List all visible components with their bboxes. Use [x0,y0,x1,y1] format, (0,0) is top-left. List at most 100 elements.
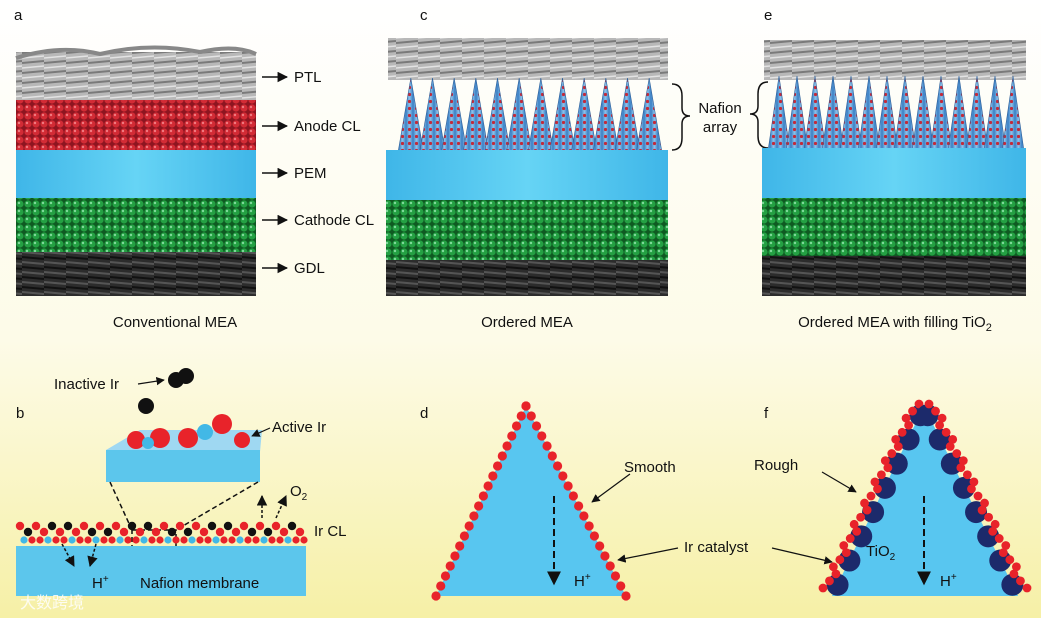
ir-catalyst-dot [464,521,474,531]
ir-catalyst-dot [431,591,441,601]
ir-catalyst-dot [876,470,886,480]
ir-catalyst-dot [897,427,907,437]
ir-catalyst-dot [478,491,488,501]
ir-catalyst-dot [502,441,512,451]
label-smooth: Smooth [624,459,676,476]
ir-particle [260,536,268,544]
nafion-cone [983,75,1007,153]
arrow-active-ir [251,427,271,437]
ir-particle [111,521,121,531]
ir-catalyst-dot [973,491,983,501]
ir-particle [28,536,36,544]
ir-particle [60,536,68,544]
ir-catalyst-dot [839,541,849,550]
ir-particle [287,521,297,531]
ir-particle [231,527,241,537]
nafion-cone [803,75,827,153]
ir-catalyst-dot [990,519,1000,529]
nafion-cone [397,77,425,157]
ir-particle [135,527,145,537]
ir-catalyst-dot [941,427,951,437]
nafion-cone [947,75,971,153]
ir-catalyst-dot [474,501,484,511]
ir-catalyst-dot [616,581,626,591]
nafion-cone [839,75,863,153]
label-cathode-cl: Cathode CL [294,212,374,229]
ir-particle [244,536,252,544]
ir-catalyst-dot [450,551,460,561]
ir-particle [207,521,217,531]
tio2-sphere [873,476,896,499]
watermark: 大数跨境 [20,593,84,612]
ir-particle [39,527,49,537]
nafion-membrane [16,546,306,596]
ir-catalyst-dot [988,526,998,536]
ir-catalyst-dot [455,541,465,551]
ir-particle [140,536,148,544]
ir-particle [252,536,260,544]
panel-c: c Nafion array Ordered MEA [386,7,742,331]
ir-particle [55,527,65,537]
zoom-box [106,450,260,482]
ptl-layer-e [764,40,1026,80]
ir-particle [164,536,172,544]
ir-catalyst-dot [552,461,563,471]
ir-particle [95,521,105,531]
arrow-o2-2 [275,495,287,519]
ir-catalyst-dot [883,463,893,473]
nafion-cone [592,77,620,157]
ir-catalyst-dot [931,406,940,416]
arrow-rough [821,471,857,493]
nafion-cone [483,77,512,157]
panel-d: d H+ Smooth Ir catalyst [420,401,749,601]
inactive-ir-particle [138,398,154,414]
nafion-cone [462,77,490,157]
label-tio2: TiO2 [866,543,896,563]
ir-particle [271,521,281,531]
ir-catalyst-dot [835,555,845,565]
label-active-ir: Active Ir [272,419,326,436]
nafion-cone [613,77,642,157]
label-pem: PEM [294,165,327,182]
ir-catalyst-dot [488,471,498,481]
nafion-cone-array [397,77,663,157]
ir-particle [167,527,177,537]
arrow-ir-catalyst-d [617,547,679,563]
ir-particle [36,536,44,544]
ir-catalyst-dot [574,501,584,511]
ir-catalyst-dot [870,477,880,487]
ir-catalyst-dot [445,561,455,571]
nafion-cone [965,75,989,153]
label-ir-catalyst: Ir catalyst [684,539,749,556]
panel-c-letter: c [420,7,428,24]
ptl-layer [16,52,256,100]
ir-catalyst-dot [856,512,866,522]
ir-catalyst-dot [831,569,841,579]
ir-catalyst-dot [967,484,976,494]
panel-f-letter: f [764,405,769,422]
ir-particle [183,527,193,537]
nafion-cone [418,77,447,157]
nafion-cone [821,75,845,153]
ir-particle [15,521,25,531]
ir-particle [284,536,292,544]
ir-catalyst-dot [914,399,924,409]
ir-particle [156,536,164,544]
ir-particle [47,521,57,531]
ir-catalyst-dot [1005,555,1015,565]
ir-particle [239,521,249,531]
panel-e-letter: e [764,7,772,24]
anode-cl-layer [16,100,256,150]
ir-catalyst-dot [568,491,578,501]
ir-particle [116,536,124,544]
active-ir-particles [127,414,250,449]
ir-catalyst-dot [825,576,834,586]
panel-b-letter: b [16,405,24,422]
label-ir-cl: Ir CL [314,523,347,540]
label-o2: O2 [290,483,308,503]
zoom-line-left [109,481,133,531]
caption-ordered-mea: Ordered MEA [481,314,573,331]
ir-catalyst-dot [526,411,536,421]
inactive-ir-particle [178,368,194,384]
nafion-cone [767,75,791,153]
